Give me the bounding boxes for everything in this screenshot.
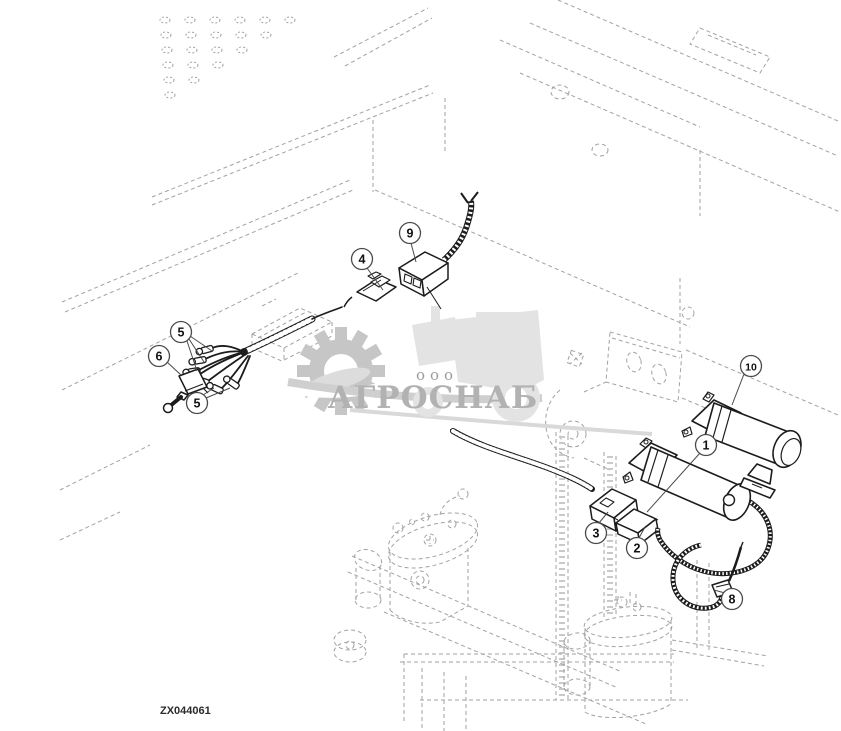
callout-leader-line	[598, 511, 609, 524]
callout-number: 6	[156, 350, 163, 364]
callout-leader-line	[410, 242, 417, 263]
callout-circle	[584, 521, 608, 545]
callout-leader-line	[188, 338, 205, 363]
connector-4	[343, 271, 397, 308]
connector-9	[398, 191, 479, 310]
callout-circle	[694, 433, 718, 457]
callout-circle	[739, 354, 763, 378]
callout-leader-line	[189, 335, 213, 352]
toggle-switch	[162, 368, 209, 414]
callout-number: 5	[194, 397, 201, 411]
callout-number: 4	[359, 253, 366, 267]
callout-circle	[720, 587, 744, 611]
callout-circle	[350, 247, 374, 271]
callout-circle	[625, 536, 649, 560]
callouts-layer: 4 9 5 6 5 10 1 3 2 8	[147, 221, 763, 611]
callout-circle	[169, 320, 193, 344]
callout-6: 6	[147, 344, 182, 376]
drawing-number: ZX044061	[160, 705, 211, 717]
callout-4: 4	[350, 247, 384, 291]
braided-cable	[450, 428, 595, 492]
callout-circle	[147, 344, 171, 368]
callout-leader-line	[205, 387, 231, 399]
callout-3: 3	[584, 511, 609, 545]
swoosh-tail	[349, 408, 653, 436]
callout-8: 8	[713, 587, 744, 611]
callout-number: 5	[178, 326, 185, 340]
callout-circle	[185, 391, 209, 415]
callout-10: 10	[731, 354, 763, 406]
frame-drawing	[59, 0, 841, 731]
callout-number: 9	[407, 227, 414, 241]
terminal	[188, 356, 207, 366]
bolt-grid	[159, 16, 296, 99]
engine-assembly	[333, 432, 769, 731]
callout-9: 9	[398, 221, 422, 263]
callout-leader-line	[186, 340, 198, 372]
callout-5: 5	[185, 387, 231, 415]
callout-leader-line	[366, 267, 384, 291]
callout-circle	[398, 221, 422, 245]
callout-number: 8	[729, 593, 736, 607]
connector-2	[615, 508, 659, 545]
terminal	[206, 381, 224, 395]
callout-5: 5	[169, 320, 213, 372]
callout-leader-line	[202, 387, 215, 396]
watermark-name: АГРОСНАБ	[328, 380, 539, 416]
callout-number: 3	[593, 527, 600, 541]
callout-leader-line	[731, 373, 745, 406]
callout-leader-line	[646, 452, 701, 513]
watermark-prefix: ооо	[416, 366, 458, 384]
callout-number: 2	[634, 542, 641, 556]
watermark: ооо АГРОСНАБ	[281, 306, 653, 436]
callout-1: 1	[646, 433, 718, 513]
solenoid-10	[681, 391, 802, 499]
callout-leader-line	[166, 361, 182, 376]
callout-number: 1	[703, 439, 710, 453]
solenoid-1	[622, 437, 773, 577]
tractor-icon	[412, 306, 544, 422]
terminal	[222, 375, 240, 390]
callout-number: 10	[745, 362, 757, 374]
callout-2: 2	[625, 526, 649, 560]
callout-leader-line	[638, 526, 646, 539]
